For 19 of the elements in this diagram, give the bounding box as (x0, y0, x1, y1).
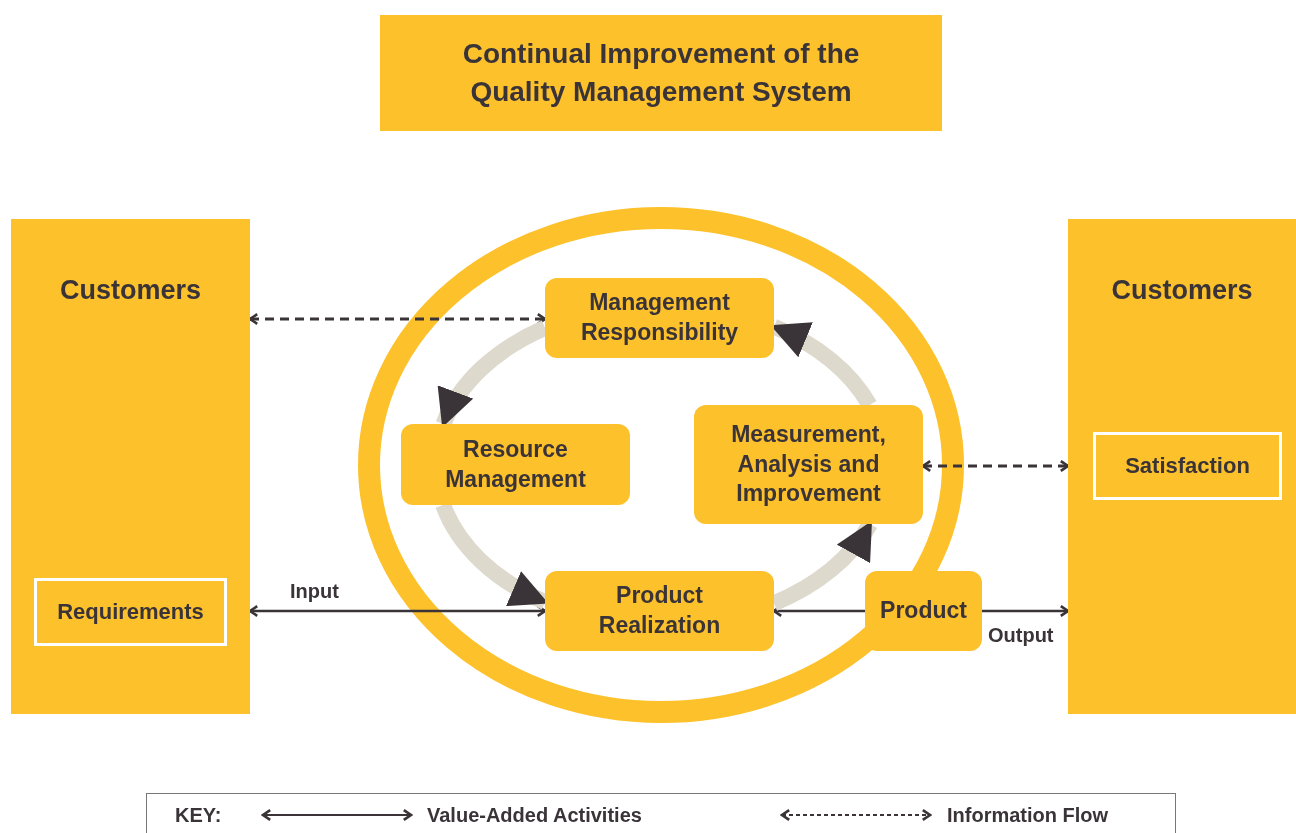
arrow (982, 604, 1070, 618)
process-box: Measurement, Analysis and Improvement (694, 405, 923, 524)
panel-heading: Customers (59, 274, 201, 307)
process-box: Resource Management (401, 424, 630, 505)
title: Continual Improvement of the Quality Management System (380, 15, 942, 131)
customer-panel (11, 219, 250, 714)
key-label: KEY: (175, 804, 222, 827)
legend-text: Information Flow (947, 804, 1109, 827)
process-box: Product Realization (545, 571, 774, 651)
customer-panel (1068, 219, 1296, 714)
arrow (921, 459, 1070, 473)
process-box: Product (865, 571, 982, 651)
legend-text: Value-Added Activities (427, 804, 642, 827)
edge-label: Output (988, 624, 1054, 647)
outcome-box: Requirements (34, 578, 227, 646)
outcome-box: Satisfaction (1093, 432, 1282, 500)
panel-heading: Customers (1111, 274, 1253, 307)
edge-label: Input (290, 580, 339, 603)
process-box: Management Responsibility (545, 278, 774, 358)
